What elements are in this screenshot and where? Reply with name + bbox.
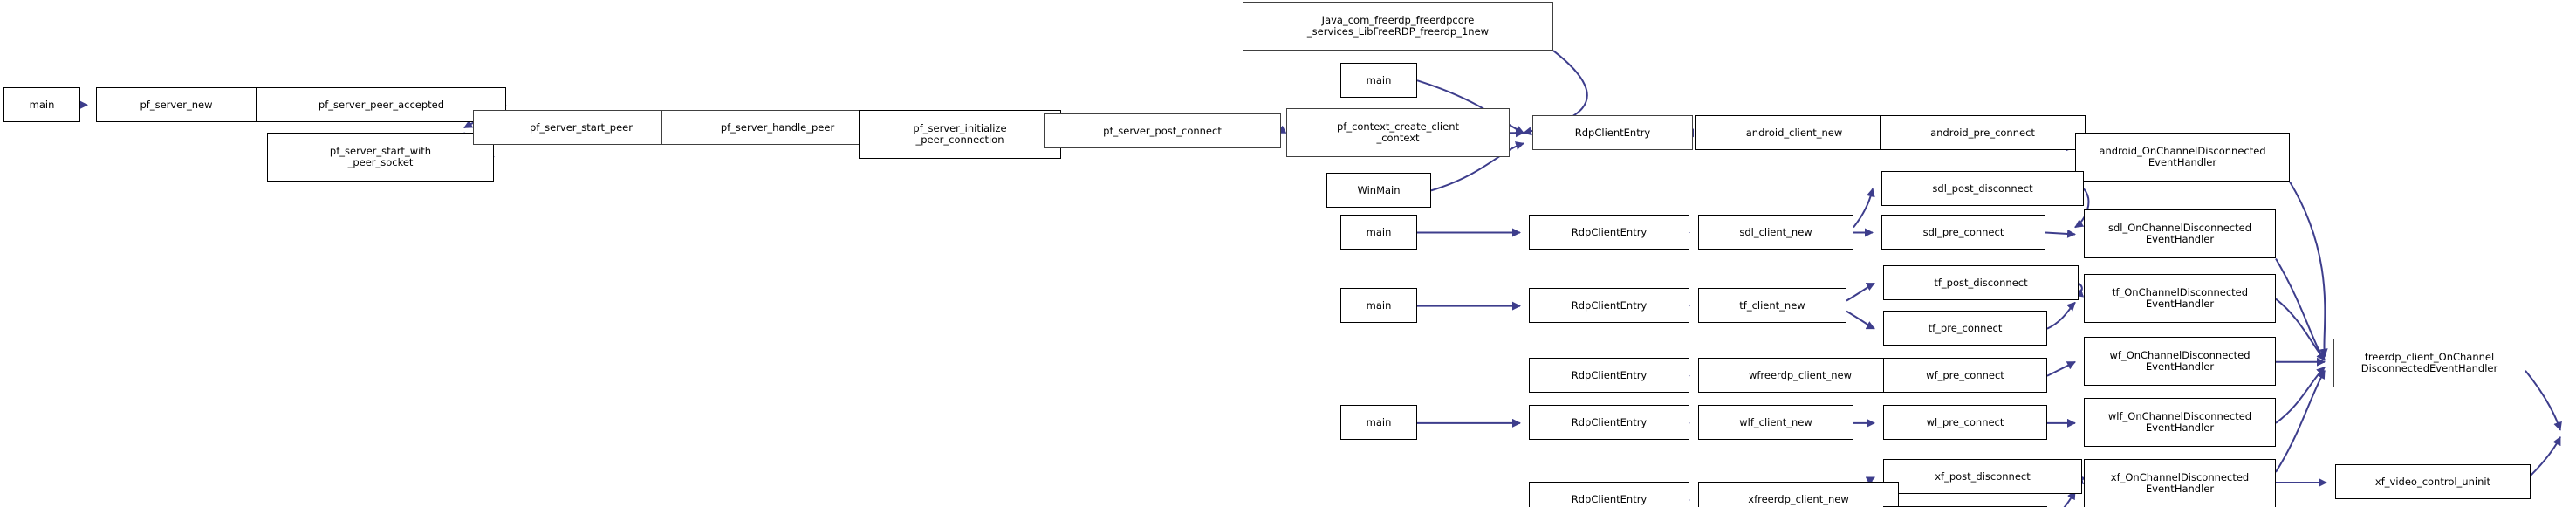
graph-node[interactable]: main [1340, 63, 1417, 98]
graph-node[interactable]: sdl_client_new [1698, 215, 1853, 250]
graph-node[interactable]: android_OnChannelDisconnected EventHandl… [2075, 133, 2290, 182]
graph-edge [2275, 367, 2326, 424]
graph-node[interactable]: xf_video_control_uninit [2335, 464, 2531, 499]
graph-node-label: RdpClientEntry [1571, 415, 1648, 428]
graph-node-label: wf_OnChannelDisconnected EventHandler [2109, 349, 2251, 373]
graph-node[interactable]: Java_com_freerdp_freerdpcore _services_L… [1243, 2, 1553, 51]
graph-node-label: pf_server_handle_peer [720, 120, 835, 134]
graph-node[interactable]: tf_OnChannelDisconnected EventHandler [2084, 274, 2276, 323]
graph-node[interactable]: sdl_OnChannelDisconnected EventHandler [2084, 209, 2276, 258]
graph-node[interactable]: pf_server_post_connect [1044, 113, 1281, 148]
graph-node[interactable]: pf_server_start_with _peer_socket [267, 133, 494, 182]
graph-edge [1853, 188, 1875, 229]
graph-node[interactable]: wlf_OnChannelDisconnected EventHandler [2084, 398, 2276, 447]
graph-node-label: tf_OnChannelDisconnected EventHandler [2111, 286, 2249, 310]
graph-node-label: xfreerdp_client_new [1748, 492, 1849, 505]
graph-node[interactable]: tf_client_new [1698, 288, 1846, 323]
graph-node[interactable]: wfreerdp_client_new [1698, 358, 1902, 393]
graph-node-label: main [29, 98, 55, 111]
graph-node-label: main [1366, 298, 1392, 312]
graph-node[interactable]: xfreerdp_client_new [1698, 482, 1899, 507]
graph-node[interactable]: pf_server_new [96, 87, 257, 122]
graph-node-label: pf_server_post_connect [1103, 124, 1222, 137]
graph-node-label: Java_com_freerdp_freerdpcore _services_L… [1306, 14, 1490, 38]
graph-edge [2275, 369, 2326, 473]
graph-edge [2275, 298, 2326, 361]
graph-node-label: android_pre_connect [1930, 126, 2035, 139]
graph-node[interactable]: android_client_new [1695, 115, 1894, 150]
graph-node-label: RdpClientEntry [1571, 298, 1648, 312]
graph-node[interactable]: pf_server_peer_accepted [257, 87, 506, 122]
graph-node[interactable]: pf_context_create_client _context [1286, 108, 1510, 157]
graph-node[interactable]: WinMain [1326, 173, 1431, 208]
graph-node-label: freerdp_client_OnChannel DisconnectedEve… [2360, 351, 2498, 374]
graph-node-label: tf_pre_connect [1928, 321, 2003, 334]
graph-node-label: tf_post_disconnect [1934, 276, 2028, 289]
graph-node-label: sdl_post_disconnect [1932, 182, 2033, 195]
graph-node[interactable]: main [1340, 288, 1417, 323]
graph-node-label: pf_server_peer_accepted [318, 98, 445, 111]
graph-node[interactable]: freerdp_client_OnChannel DisconnectedEve… [2333, 339, 2525, 387]
graph-node[interactable]: xf_post_disconnect [1883, 459, 2082, 494]
graph-node-label: RdpClientEntry [1574, 126, 1651, 139]
graph-node-label: pf_server_start_with _peer_socket [329, 145, 432, 168]
graph-node-label: main [1366, 73, 1392, 86]
graph-node[interactable]: wl_pre_connect [1883, 405, 2047, 440]
graph-node-label: RdpClientEntry [1571, 368, 1648, 381]
graph-node[interactable]: RdpClientEntry [1529, 482, 1689, 507]
graph-node[interactable]: tf_pre_connect [1883, 311, 2047, 346]
graph-edge [2530, 435, 2561, 476]
graph-node[interactable]: RdpClientEntry [1529, 288, 1689, 323]
graph-node-label: pf_server_start_peer [530, 120, 633, 134]
graph-node-label: RdpClientEntry [1571, 492, 1648, 505]
graph-node[interactable]: RdpClientEntry [1529, 358, 1689, 393]
graph-node[interactable]: wf_OnChannelDisconnected EventHandler [2084, 337, 2276, 386]
graph-edge [2525, 370, 2562, 431]
graph-node-label: wlf_client_new [1739, 415, 1812, 428]
graph-node-label: sdl_pre_connect [1922, 225, 2004, 238]
graph-node-label: pf_server_initialize _peer_connection [913, 122, 1007, 146]
graph-node-label: xf_post_disconnect [1935, 469, 2031, 483]
graph-node[interactable]: RdpClientEntry [1529, 405, 1689, 440]
graph-node[interactable]: pf_server_start_peer [473, 110, 689, 145]
graph-node[interactable]: main [1340, 405, 1417, 440]
graph-node-label: xf_video_control_uninit [2374, 475, 2491, 488]
graph-edge [2045, 229, 2076, 238]
graph-edge [1846, 282, 1875, 302]
graph-edge [2275, 257, 2326, 361]
graph-node[interactable]: xf_OnChannelDisconnected EventHandler [2084, 459, 2276, 507]
graph-node-label: sdl_OnChannelDisconnected EventHandler [2107, 222, 2252, 245]
graph-node-label: wfreerdp_client_new [1748, 368, 1853, 381]
graph-node[interactable]: pf_server_initialize _peer_connection [859, 110, 1061, 159]
graph-node[interactable]: sdl_post_disconnect [1881, 171, 2084, 206]
graph-node-label: pf_server_new [140, 98, 213, 111]
graph-node[interactable]: RdpClientEntry [1529, 215, 1689, 250]
graph-node-label: android_client_new [1745, 126, 1843, 139]
graph-node-label: RdpClientEntry [1571, 225, 1648, 238]
graph-node[interactable]: wf_pre_connect [1883, 358, 2047, 393]
graph-node[interactable]: main [3, 87, 80, 122]
graph-edge [2046, 360, 2076, 377]
graph-edge [1846, 310, 1875, 330]
graph-edge [2289, 181, 2328, 358]
graph-node[interactable]: wlf_client_new [1698, 405, 1853, 440]
graph-node-label: main [1366, 415, 1392, 428]
graph-node[interactable]: pf_server_handle_peer [661, 110, 894, 145]
graph-node[interactable]: android_pre_connect [1880, 115, 2086, 150]
graph-edge [2046, 301, 2076, 330]
graph-node-label: wl_pre_connect [1926, 415, 2004, 428]
graph-node-label: xf_OnChannelDisconnected EventHandler [2110, 471, 2250, 495]
graph-node-label: pf_context_create_client _context [1336, 120, 1460, 144]
graph-node-label: tf_client_new [1739, 298, 1805, 312]
graph-node[interactable]: RdpClientEntry [1532, 115, 1693, 150]
graph-node-label: android_OnChannelDisconnected EventHandl… [2099, 145, 2266, 168]
graph-node[interactable]: main [1340, 215, 1417, 250]
graph-node[interactable]: tf_post_disconnect [1883, 265, 2079, 300]
graph-node-label: sdl_client_new [1739, 225, 1812, 238]
graph-node-label: wf_pre_connect [1926, 368, 2004, 381]
graph-node-label: WinMain [1357, 183, 1401, 196]
graph-node-label: main [1366, 225, 1392, 238]
graph-node[interactable]: sdl_pre_connect [1881, 215, 2045, 250]
graph-node-label: wlf_OnChannelDisconnected EventHandler [2107, 410, 2252, 434]
